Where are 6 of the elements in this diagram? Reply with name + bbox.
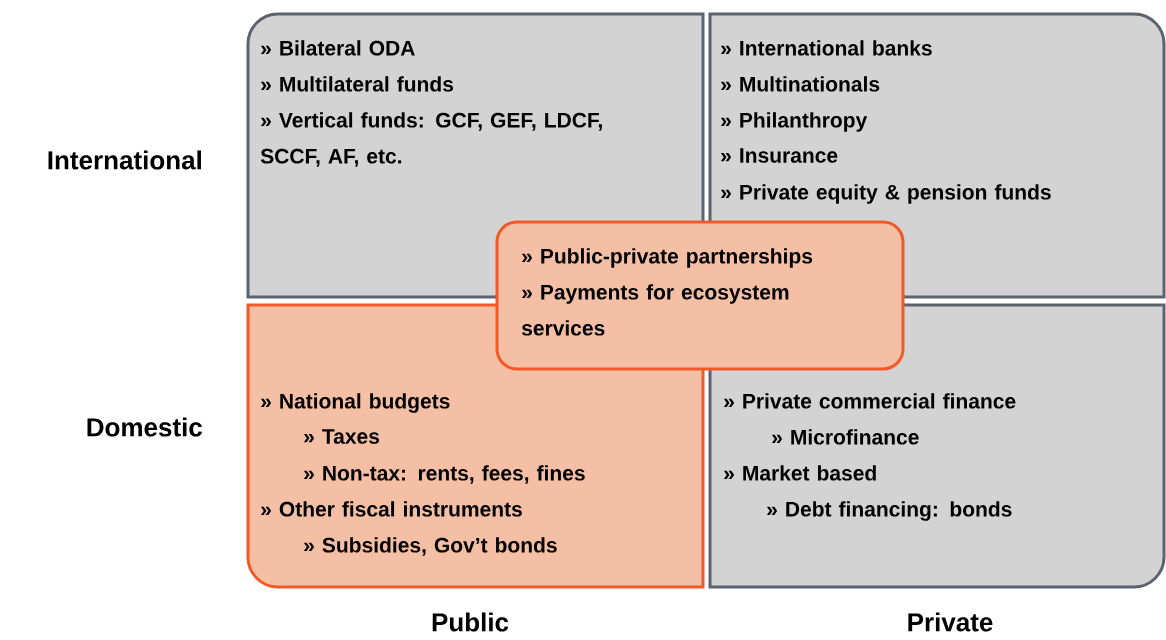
axis-label: Public: [432, 612, 509, 632]
axis-label: International: [48, 150, 201, 170]
quadrant-box: » Private commercial finance » Microfinance » Market based » Debt financing: bonds: [708, 303, 1166, 589]
axis-label: Private: [908, 612, 993, 632]
quadrant-box: » Public-private partnerships » Payments for ecosystem services: [495, 220, 905, 371]
axis-label: Domestic: [87, 417, 203, 437]
